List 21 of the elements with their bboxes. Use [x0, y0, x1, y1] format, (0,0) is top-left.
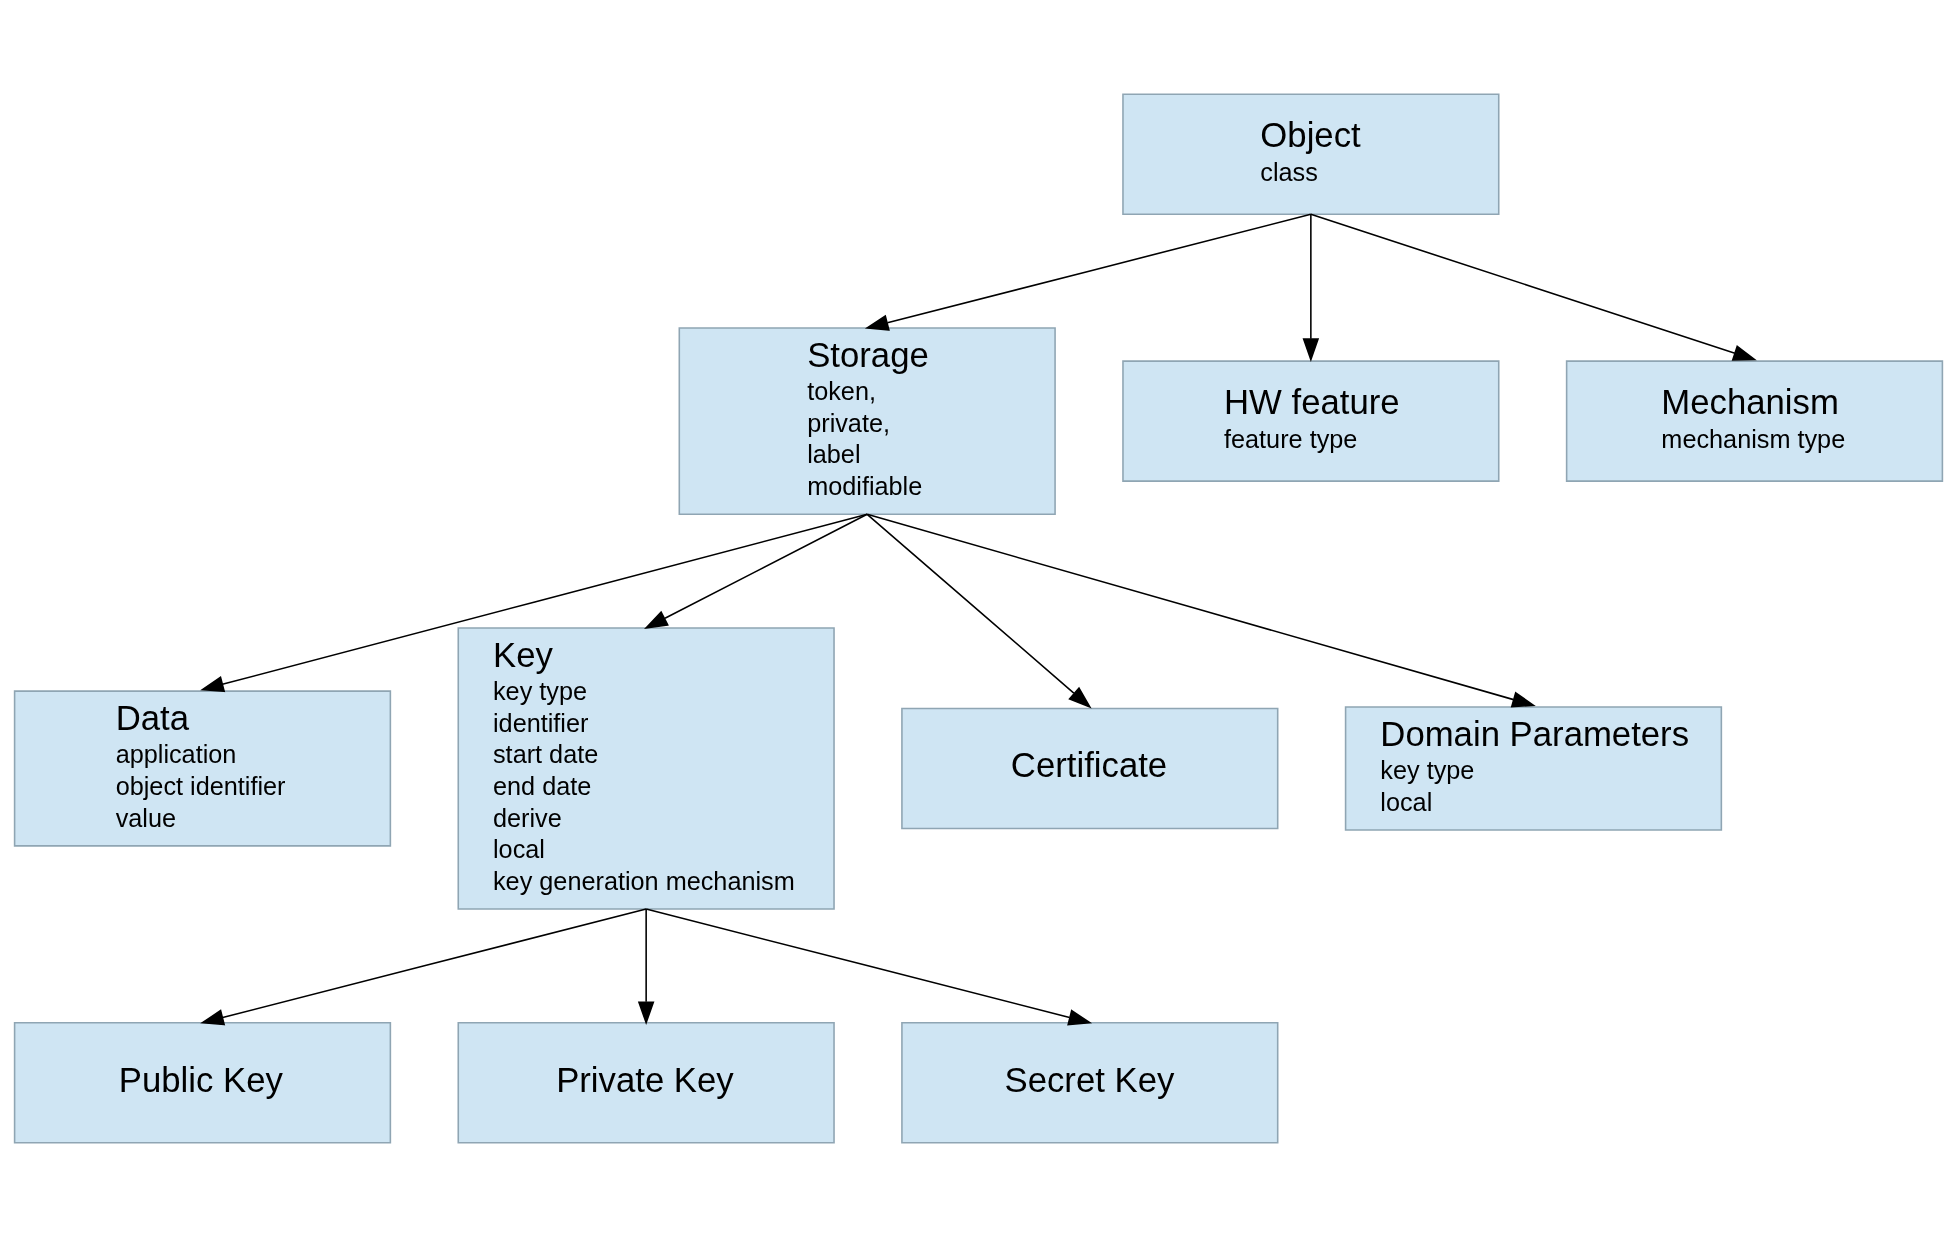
arrow: [1302, 213, 1320, 362]
arrow: [864, 213, 1312, 331]
node-box: Mechanism mechanism type: [1565, 359, 1944, 482]
arrow: [200, 907, 647, 1025]
arrow: [866, 513, 1092, 708]
node-box: Secret Key: [901, 1021, 1279, 1143]
node-box: Certificate: [901, 707, 1279, 829]
arrow: [637, 907, 655, 1025]
node-box: Public Key: [13, 1021, 392, 1143]
node-box: HW feature feature type: [1122, 359, 1500, 482]
node-box: Key key type identifier start date end date derive local key generation mechanism: [457, 626, 835, 910]
node-box: Object class: [1122, 93, 1500, 215]
node-box: Domain Parameters key type local: [1344, 705, 1723, 831]
arrow: [645, 907, 1093, 1025]
node-box: Data application object identifier value: [13, 689, 392, 847]
node-box: Storage token, private, label modifiable: [678, 326, 1056, 515]
arrow: [644, 513, 868, 629]
node-box: Private Key: [457, 1021, 835, 1143]
arrow: [866, 513, 1536, 707]
arrow: [200, 513, 868, 692]
arrow: [1310, 213, 1757, 361]
